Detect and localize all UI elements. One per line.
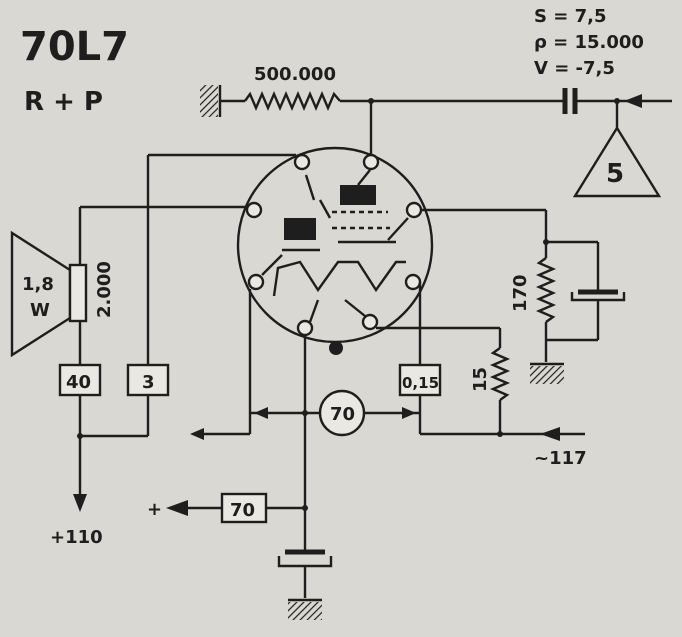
b-plus-arrow: [73, 494, 87, 512]
b-plus-label: +110: [50, 527, 103, 548]
internal-link-b: [304, 174, 316, 201]
plus-arrow: [166, 500, 188, 516]
input-stage-triangle: [572, 125, 662, 198]
tube-pin-1: [293, 153, 311, 171]
resistor-170-label: 170: [510, 274, 531, 312]
tube-key: [329, 341, 343, 355]
tube-pin-5: [247, 273, 265, 291]
ac-arrow: [540, 427, 560, 441]
internal-link-f: [308, 299, 320, 323]
component-box-40-label: 40: [66, 372, 91, 393]
tube-envelope: [236, 146, 434, 344]
rectifier-70-label: 70: [230, 500, 255, 521]
speaker-power-label: 1,8: [22, 274, 54, 295]
component-box-015: [398, 363, 442, 397]
internal-link-c: [357, 169, 371, 186]
tube-pin-4: [405, 201, 423, 219]
heater-arrow-left: [254, 407, 268, 419]
spec-v: V = -7,5: [534, 58, 615, 79]
component-box-3-label: 3: [142, 372, 155, 393]
ground-bottom: [288, 602, 322, 620]
speaker-unit-label: W: [30, 300, 50, 321]
grid-resistor-label: 500.000: [254, 64, 336, 85]
resistor-170: [535, 257, 557, 323]
tube-subtitle: R + P: [24, 87, 103, 117]
tube-pin-2: [362, 153, 380, 171]
input-stage-label: 5: [606, 159, 624, 189]
ground-top: [200, 85, 218, 117]
junction-b-plus: [77, 433, 83, 439]
tube-type-title: 70L7: [20, 24, 129, 70]
junction-rect: [302, 505, 308, 511]
speaker-magnet: [68, 263, 88, 323]
resistor-15-label: 15: [470, 367, 491, 392]
junction-heater: [302, 410, 308, 416]
filter-capacitor-plate-b: [277, 556, 333, 568]
speaker-impedance-label: 2.000: [94, 261, 115, 318]
left-output-arrow: [190, 428, 204, 440]
ground-right: [530, 366, 564, 384]
tube-pin-7: [296, 319, 314, 337]
component-box-3: [126, 363, 170, 397]
internal-link-a: [318, 199, 332, 219]
spec-rho: ρ = 15.000: [534, 32, 644, 53]
heater-filament: [272, 260, 406, 297]
resistor-15: [489, 347, 511, 401]
internal-link-e: [261, 254, 283, 276]
component-box-015-label: 0,15: [402, 374, 439, 392]
ac-supply-label: ~117: [534, 448, 587, 469]
heater-arrow-right: [402, 407, 416, 419]
diode-plate: [284, 218, 316, 240]
spec-s: S = 7,5: [534, 6, 606, 27]
plus-label: +: [147, 499, 162, 520]
tube-pin-6: [404, 273, 422, 291]
component-box-40: [58, 363, 102, 397]
grid-resistor: [244, 90, 341, 112]
pentode-plate: [340, 185, 376, 205]
internal-link-d: [387, 217, 409, 241]
input-arrow: [624, 94, 642, 108]
internal-link-g: [344, 299, 366, 317]
heater-70-label: 70: [330, 404, 355, 425]
junction-ac: [497, 431, 503, 437]
tube-pin-3: [245, 201, 263, 219]
tube-pin-8: [361, 313, 379, 331]
